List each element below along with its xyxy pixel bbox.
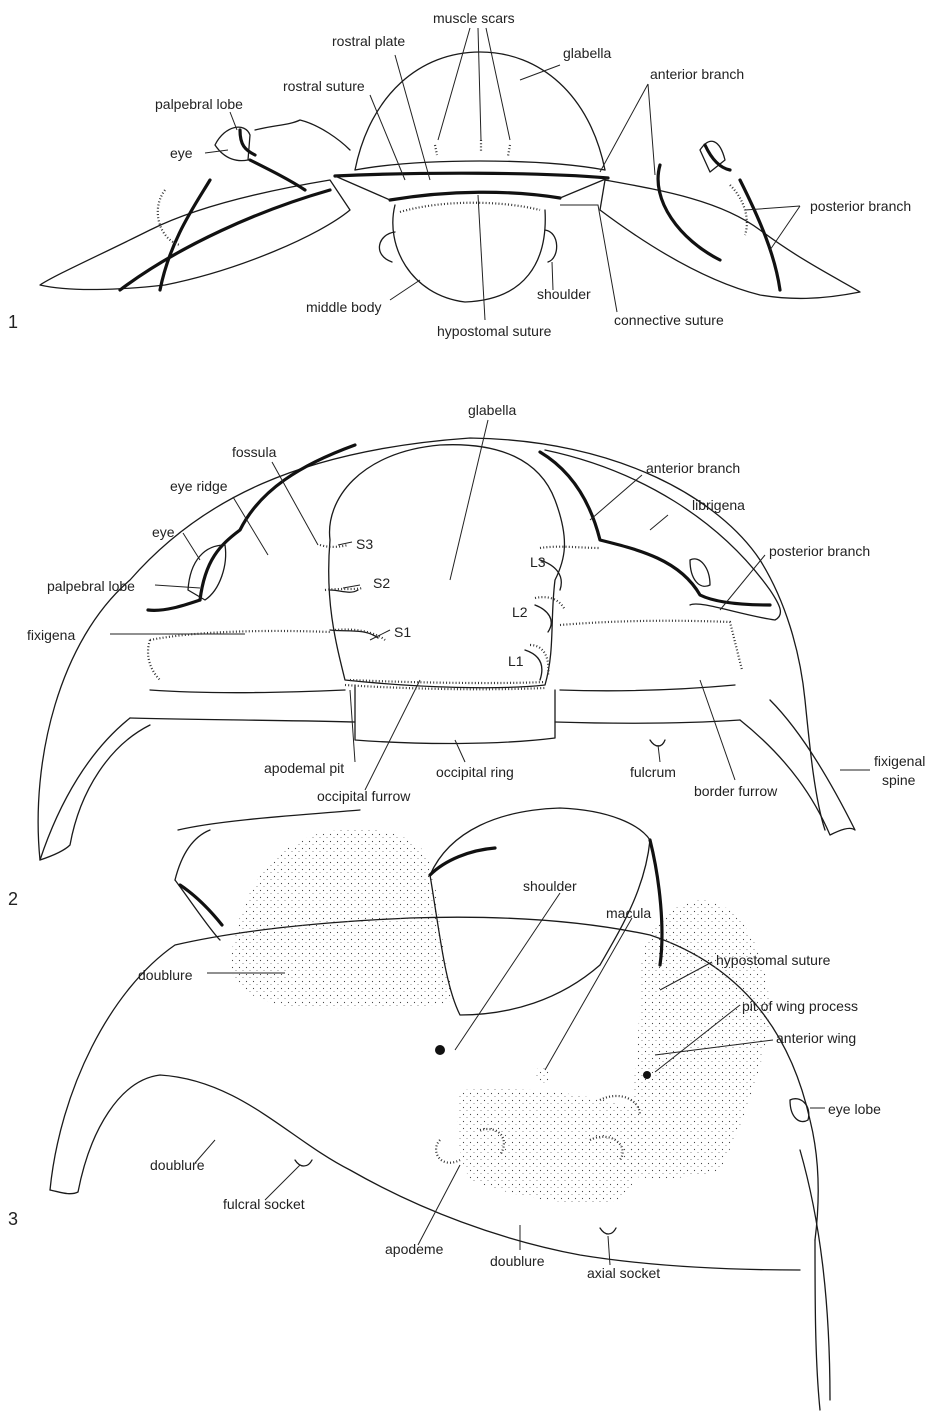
panel-2-fixigenal-spine-left bbox=[40, 718, 150, 860]
panel-3-wing-pit bbox=[643, 1071, 651, 1079]
label-l2: L2 bbox=[512, 604, 528, 620]
label-glabella-1: glabella bbox=[563, 45, 611, 61]
panel-1-rostral-suture bbox=[335, 173, 608, 178]
label-doublure-left: doublure bbox=[150, 1157, 205, 1173]
label-macula: macula bbox=[606, 905, 651, 921]
label-s2: S2 bbox=[373, 575, 390, 591]
panel-3-axial-socket bbox=[600, 1228, 616, 1234]
label-eye-ridge: eye ridge bbox=[170, 478, 228, 494]
panel-3-drawing bbox=[50, 808, 830, 1410]
label-glabella-2: glabella bbox=[468, 402, 516, 418]
label-s3: S3 bbox=[356, 536, 373, 552]
label-doublure-top: doublure bbox=[138, 967, 193, 983]
label-apodemal-pit: apodemal pit bbox=[264, 760, 344, 776]
label-librigena: librigena bbox=[692, 497, 745, 513]
panel-1-left-cheek bbox=[40, 180, 350, 290]
label-fossula: fossula bbox=[232, 444, 277, 460]
label-muscle-scars: muscle scars bbox=[433, 10, 515, 26]
panel-2-fixigenal-spine-right bbox=[740, 700, 855, 835]
panel-1-drawing bbox=[40, 52, 860, 302]
label-hypostomal-suture-3: hypostomal suture bbox=[716, 952, 831, 968]
label-fulcral-socket: fulcral socket bbox=[223, 1196, 305, 1212]
panel-2-posterior-border bbox=[150, 685, 735, 693]
label-l3: L3 bbox=[530, 554, 546, 570]
panel-3-shoulder-pit bbox=[435, 1045, 445, 1055]
label-axial-socket: axial socket bbox=[587, 1265, 660, 1281]
label-l1: L1 bbox=[508, 653, 524, 669]
label-occipital-ring: occipital ring bbox=[436, 764, 514, 780]
label-anterior-branch-1: anterior branch bbox=[650, 66, 744, 82]
panel-3-number: 3 bbox=[8, 1209, 18, 1229]
label-shoulder-3: shoulder bbox=[523, 878, 577, 894]
label-eye-lobe: eye lobe bbox=[828, 1101, 881, 1117]
label-connective-suture: connective suture bbox=[614, 312, 724, 328]
panel-1-eye bbox=[215, 127, 250, 161]
label-eye-2: eye bbox=[152, 524, 175, 540]
label-occipital-furrow: occipital furrow bbox=[317, 788, 411, 804]
label-palpebral-lobe-1: palpebral lobe bbox=[155, 96, 243, 112]
label-posterior-branch-1: posterior branch bbox=[810, 198, 911, 214]
label-anterior-branch-2: anterior branch bbox=[646, 460, 740, 476]
panel-1-muscle-scars bbox=[435, 140, 510, 156]
label-eye-1: eye bbox=[170, 145, 193, 161]
label-posterior-branch-2: posterior branch bbox=[769, 543, 870, 559]
label-border-furrow: border furrow bbox=[694, 783, 778, 799]
panel-2-eye-right bbox=[690, 559, 710, 586]
panel-3-stippled-bottom bbox=[457, 1089, 644, 1204]
panel-3-macula bbox=[534, 1067, 550, 1083]
panel-2-number: 2 bbox=[8, 889, 18, 909]
label-middle-body: middle body bbox=[306, 299, 382, 315]
label-s1: S1 bbox=[394, 624, 411, 640]
label-rostral-plate: rostral plate bbox=[332, 33, 405, 49]
label-fixigenal-spine-2: spine bbox=[882, 772, 916, 788]
label-apodeme: apodeme bbox=[385, 1241, 444, 1257]
panel-3-fulcral-socket bbox=[295, 1160, 312, 1166]
label-anterior-wing: anterior wing bbox=[776, 1030, 856, 1046]
label-shoulder-1: shoulder bbox=[537, 286, 591, 302]
label-rostral-suture: rostral suture bbox=[283, 78, 365, 94]
panel-1-middle-body bbox=[393, 205, 545, 302]
panel-1-shoulder bbox=[545, 230, 557, 262]
label-doublure-bottom: doublure bbox=[490, 1253, 545, 1269]
label-fixigena: fixigena bbox=[27, 627, 75, 643]
panel-2-occipital-ring bbox=[355, 685, 555, 744]
label-fixigenal-spine-1: fixigenal bbox=[874, 753, 925, 769]
panel-1-number: 1 bbox=[8, 312, 18, 332]
label-palpebral-lobe-2: palpebral lobe bbox=[47, 578, 135, 594]
label-fulcrum: fulcrum bbox=[630, 764, 676, 780]
label-pit-of-wing-process: pit of wing process bbox=[742, 998, 858, 1014]
panel-3-stippled-left bbox=[230, 829, 455, 1009]
label-hypostomal-suture-1: hypostomal suture bbox=[437, 323, 552, 339]
